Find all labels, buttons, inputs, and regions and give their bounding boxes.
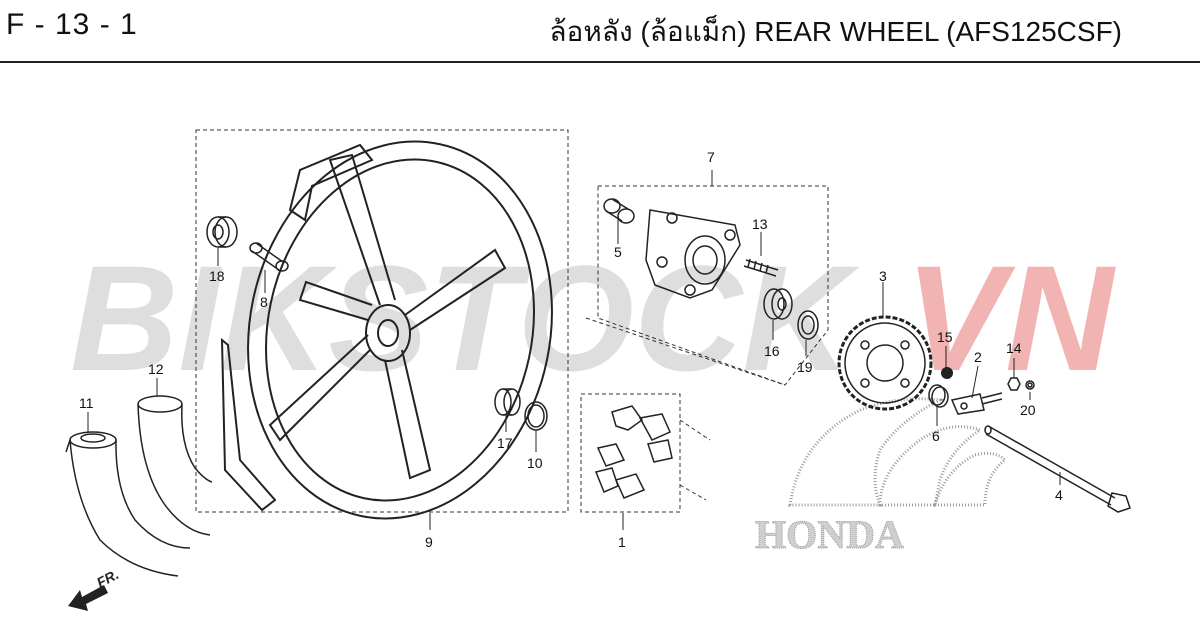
- callout-11: 11: [79, 395, 94, 411]
- bearing-17: [494, 388, 521, 416]
- nut-15: [941, 367, 953, 379]
- damper-rubbers: [594, 405, 673, 499]
- callout-8: 8: [260, 294, 268, 310]
- honda-logo: HONDA: [755, 397, 1008, 558]
- callout-19: 19: [797, 359, 813, 375]
- wheel-group-frame: [195, 129, 569, 513]
- callout-1: 1: [618, 534, 626, 550]
- honda-logo-text: HONDA: [755, 512, 904, 557]
- watermark: BIKSTOCK VN: [70, 234, 1116, 402]
- callout-16: 16: [764, 343, 780, 359]
- bearing-16: [763, 288, 793, 320]
- tire: [65, 431, 191, 577]
- chain-adjuster-2: [950, 392, 1003, 415]
- stud-13: [743, 258, 779, 277]
- callout-12: 12: [148, 361, 164, 377]
- callout-18: 18: [209, 268, 225, 284]
- callout-7: 7: [707, 149, 715, 165]
- callout-6: 6: [932, 428, 940, 444]
- callout-10: 10: [527, 455, 543, 471]
- final-driven-flange: [645, 209, 741, 299]
- front-direction-arrow: FR.: [68, 566, 121, 611]
- hub-group-frame: [597, 185, 829, 386]
- callout-13: 13: [752, 216, 768, 232]
- bearing-18: [206, 216, 238, 248]
- callout-3: 3: [879, 268, 887, 284]
- collar-6: [928, 384, 949, 408]
- page-code: F - 13 - 1: [6, 8, 138, 41]
- nut-20: [1025, 380, 1035, 390]
- collar-8: [249, 242, 289, 272]
- callout-14: 14: [1006, 340, 1022, 356]
- callout-15: 15: [937, 329, 953, 345]
- header-divider: [0, 61, 1200, 63]
- damper-group-frame: [580, 393, 681, 513]
- cast-wheel: [220, 140, 553, 520]
- callout-4: 4: [1055, 487, 1063, 503]
- nut-14: [1007, 377, 1021, 391]
- callout-5: 5: [614, 244, 622, 260]
- tube: [137, 395, 213, 536]
- collar-5: [603, 198, 635, 224]
- watermark-text-a: BIKSTOCK: [70, 234, 860, 402]
- seal-10: [524, 401, 548, 431]
- rear-axle: [984, 425, 1131, 513]
- seal-19: [797, 310, 819, 340]
- callout-2: 2: [974, 349, 982, 365]
- callout-20: 20: [1020, 402, 1036, 418]
- callout-17: 17: [497, 435, 513, 451]
- watermark-text-b: VN: [905, 234, 1116, 402]
- leader-lines: [87, 170, 1061, 530]
- callout-9: 9: [425, 534, 433, 550]
- direction-label: FR.: [94, 566, 121, 591]
- group-frames: [195, 129, 829, 513]
- callout-labels: 1 2 3 4 5 6 7 8 9 10 11 12 13 14 15 16 1…: [79, 149, 1063, 550]
- driven-sprocket: [837, 315, 933, 411]
- page-title: ล้อหลัง (ล้อแม็ก) REAR WHEEL (AFS125CSF): [549, 16, 1122, 47]
